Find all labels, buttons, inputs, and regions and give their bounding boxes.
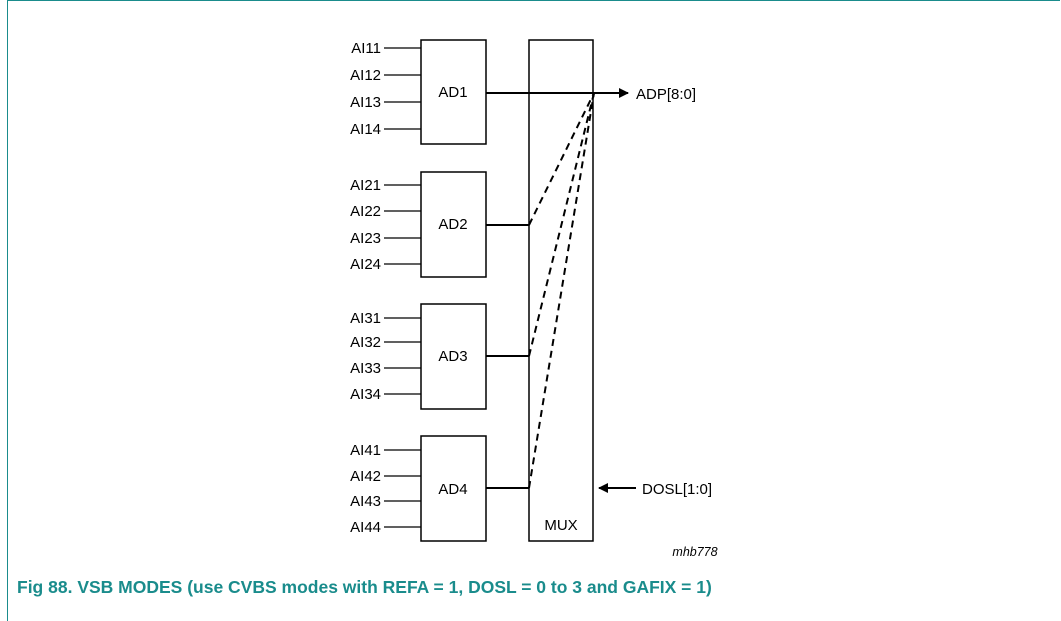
ad-block-1: AD1 <box>420 39 487 145</box>
input-label: AI21 <box>350 177 381 194</box>
input-label: AI24 <box>350 256 381 273</box>
input-label: AI34 <box>350 386 381 403</box>
select-label: DOSL[1:0] <box>642 481 712 498</box>
input-label: AI44 <box>350 519 381 536</box>
figure-title: VSB MODES (use CVBS modes with REFA = 1,… <box>77 577 712 597</box>
input-labels: AI11 AI12 AI13 AI14 AI21 AI22 AI23 AI24 … <box>350 40 381 536</box>
input-label: AI11 <box>351 40 381 57</box>
mux-block: MUX <box>528 39 594 542</box>
block-diagram: AD1 AD2 AD3 AD4 AI11 AI12 AI13 AI14 <box>350 39 718 559</box>
input-label: AI31 <box>350 310 381 327</box>
output-label: ADP[8:0] <box>636 86 696 103</box>
ad-block-2: AD2 <box>420 171 487 278</box>
input-label: AI42 <box>350 468 381 485</box>
ad-label-4: AD4 <box>438 481 467 498</box>
ad-output-lines <box>486 224 529 489</box>
input-lines <box>384 47 421 528</box>
figure-code: mhb778 <box>672 545 717 559</box>
input-label: AI14 <box>350 121 381 138</box>
ad-block-4: AD4 <box>420 435 487 542</box>
input-label: AI41 <box>350 442 381 459</box>
figure-frame <box>7 0 1060 621</box>
input-label: AI22 <box>350 203 381 220</box>
input-label: AI32 <box>350 334 381 351</box>
input-label: AI23 <box>350 230 381 247</box>
input-label: AI13 <box>350 94 381 111</box>
mux-label: MUX <box>544 517 577 534</box>
figure-caption: Fig 88. VSB MODES (use CVBS modes with R… <box>17 577 712 598</box>
mux-switch-lines <box>528 92 595 489</box>
ad-label-1: AD1 <box>438 84 467 101</box>
ad-label-3: AD3 <box>438 348 467 365</box>
input-label: AI43 <box>350 493 381 510</box>
ad-label-2: AD2 <box>438 216 467 233</box>
ad-block-3: AD3 <box>420 303 487 410</box>
figure-number: Fig 88. <box>17 577 73 597</box>
input-label: AI33 <box>350 360 381 377</box>
input-label: AI12 <box>350 67 381 84</box>
